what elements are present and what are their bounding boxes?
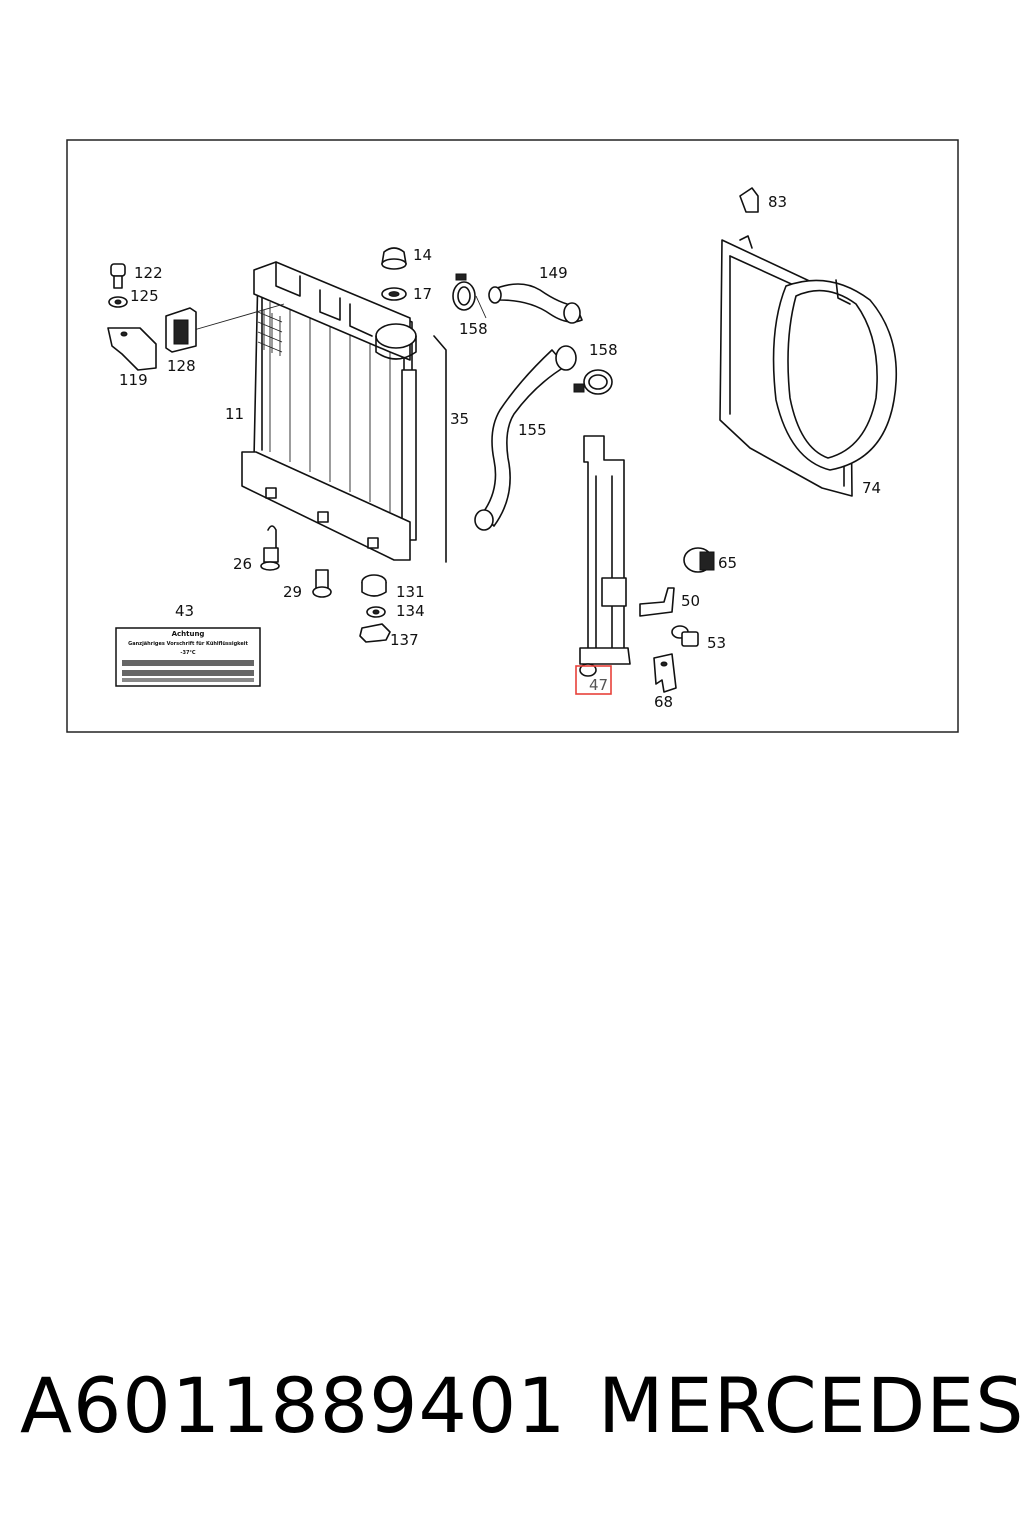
rod-part-35 [433, 335, 447, 563]
leader-line-128 [179, 303, 285, 335]
label-149: 149 [539, 264, 568, 282]
bracket-part-119 [107, 327, 157, 371]
label-137: 137 [390, 631, 419, 649]
label-65: 65 [718, 554, 737, 572]
label-14: 14 [413, 246, 432, 264]
label-158-top: 158 [459, 320, 488, 338]
brand-caption: MERCEDES [598, 1361, 1024, 1450]
label-155: 155 [518, 421, 547, 439]
label-83: 83 [768, 193, 787, 211]
label-50: 50 [681, 592, 700, 610]
label-47: 47 [589, 676, 608, 694]
label-119: 119 [119, 371, 148, 389]
warning-label-part-43: Achtung Ganzjähriges Vorschrift für Kühl… [115, 627, 261, 687]
label-68: 68 [654, 693, 673, 711]
label-29: 29 [283, 583, 302, 601]
plug-part-29 [312, 569, 332, 598]
plate-part-68 [653, 653, 677, 693]
label-74: 74 [862, 479, 881, 497]
label-26: 26 [233, 555, 252, 573]
label-43: 43 [175, 602, 194, 620]
warning-label-title: Achtung [172, 630, 205, 638]
parts-diagram: Achtung Ganzjähriges Vorschrift für Kühl… [66, 139, 959, 733]
mount-part-128 [165, 307, 197, 353]
clip-part-137 [359, 623, 391, 643]
sensor-part-26 [260, 525, 280, 571]
highlight-box-47 [575, 665, 612, 695]
label-122: 122 [134, 264, 163, 282]
bolt-part-122 [110, 263, 126, 289]
label-53: 53 [707, 634, 726, 652]
seal-part-17 [381, 287, 407, 301]
warning-label-line2: -37°C [180, 650, 196, 656]
sleeve-part-65 [683, 547, 715, 573]
hose-part-149 [491, 283, 583, 323]
cap-part-14 [381, 247, 407, 270]
bracket-part-50 [639, 587, 675, 617]
clamp-part-158-top [452, 273, 476, 311]
grommet-part-131 [361, 574, 387, 597]
washer-part-125 [108, 296, 128, 308]
oil-cooler-part-47 [579, 435, 631, 677]
label-128: 128 [167, 357, 196, 375]
washer-part-134 [366, 606, 386, 618]
hose-part-155 [481, 349, 567, 527]
warning-label-line1: Ganzjähriges Vorschrift für Kühlflüssigk… [128, 641, 248, 647]
leader-line-158 [475, 295, 487, 319]
part-number-caption: A6011889401 [20, 1361, 567, 1450]
label-134: 134 [396, 602, 425, 620]
label-17: 17 [413, 285, 432, 303]
label-35: 35 [450, 410, 469, 428]
label-131: 131 [396, 583, 425, 601]
radiator-part-11 [241, 261, 417, 561]
clip-part-83 [739, 187, 759, 213]
clamp-part-158-right [573, 369, 613, 395]
bolt-part-53 [671, 625, 699, 647]
fan-shroud-part-74 [719, 235, 897, 497]
label-158-right: 158 [589, 341, 618, 359]
label-125: 125 [130, 287, 159, 305]
label-11: 11 [225, 405, 244, 423]
